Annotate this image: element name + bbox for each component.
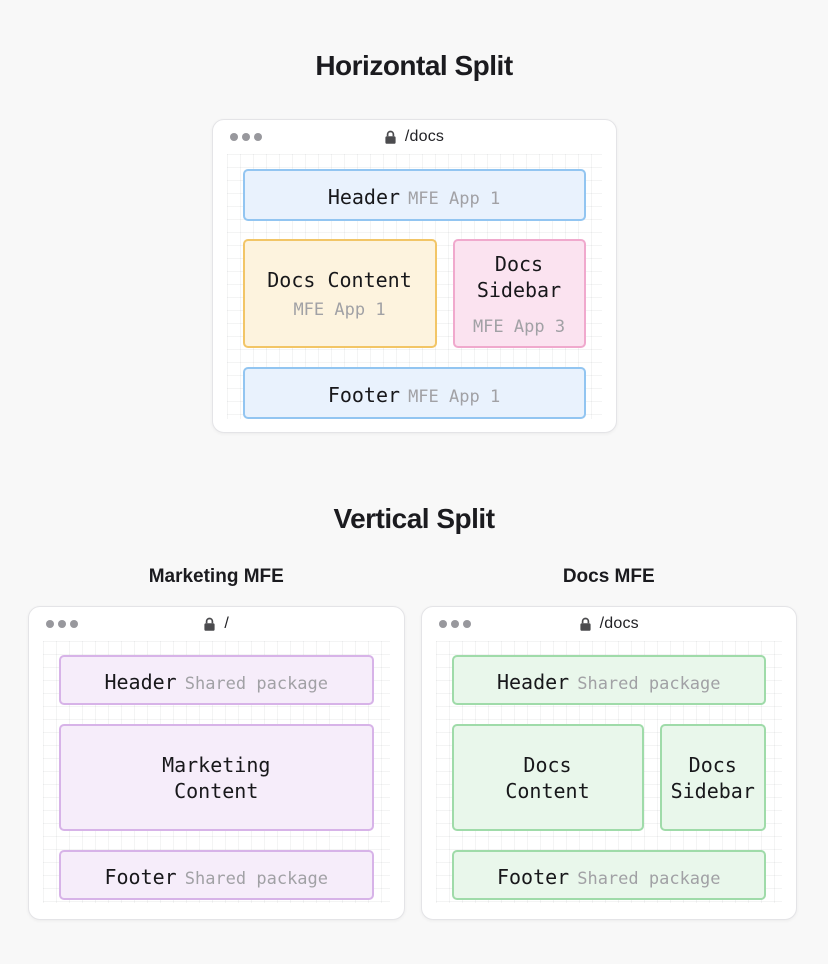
window-control-dot	[253, 133, 262, 141]
browser-window-docs-mfe: /docs Header Shared package Docs Content…	[420, 606, 797, 920]
mfe-box-subtitle: Shared package	[184, 869, 329, 889]
mfe-box-title: Footer	[327, 383, 401, 407]
mfe-box-footer: Footer Shared package	[59, 850, 374, 900]
mfe-box-docs-sidebar: Docs Sidebar MFE App 3	[452, 239, 586, 348]
mfe-box-title: Docs Sidebar	[476, 251, 562, 302]
window-control-dot	[70, 620, 78, 628]
marketing-mfe-label: Marketing MFE	[148, 566, 284, 587]
mfe-box-docs-content: Docs Content	[451, 724, 644, 831]
mfe-box-subtitle: MFE App 3	[472, 316, 566, 337]
mfe-box-docs-content: Docs Content MFE App 1	[242, 239, 437, 348]
mfe-box-subtitle: MFE App 1	[293, 300, 386, 320]
page-viewport: Header Shared package Marketing Content …	[43, 641, 390, 903]
lock-icon	[579, 617, 592, 632]
window-control-dots	[46, 620, 78, 628]
page-viewport: Header MFE App 1 Docs Content MFE App 1 …	[227, 154, 602, 419]
mfe-box-title: Docs Content	[505, 752, 590, 803]
window-control-dots	[229, 133, 262, 141]
windows-row: / Header Shared package Marketing Conten…	[0, 606, 828, 920]
window-control-dot	[450, 620, 459, 628]
mfe-box-title: Header	[327, 185, 401, 209]
window-control-dot	[438, 620, 447, 628]
url-text: /	[224, 615, 230, 632]
mfe-box-title: Header	[104, 670, 177, 694]
mfe-box-marketing-content: Marketing Content	[59, 724, 374, 831]
window-chrome: /docs	[422, 607, 797, 641]
url-text: /docs	[599, 615, 639, 632]
mfe-box-subtitle: Shared package	[577, 674, 721, 694]
mfe-box-title: Header	[496, 670, 570, 694]
mfe-box-header: Header MFE App 1	[242, 169, 586, 221]
mfe-box-subtitle: Shared package	[577, 869, 721, 889]
url-text: /docs	[404, 128, 445, 145]
vertical-split-title: Vertical Split	[333, 503, 495, 534]
mfe-box-subtitle: Shared package	[184, 674, 329, 694]
mfe-box-title: Marketing Content	[162, 752, 271, 803]
content-row: Docs Content Docs Sidebar	[451, 724, 766, 831]
lock-icon	[384, 130, 397, 145]
window-control-dots	[438, 620, 471, 628]
mfe-box-subtitle: MFE App 1	[408, 189, 501, 209]
mfe-box-footer: Footer MFE App 1	[242, 367, 586, 419]
browser-window-docs: /docs Header MFE App 1 Docs Content MFE …	[211, 119, 617, 433]
docs-mfe-label: Docs MFE	[562, 566, 655, 587]
window-control-dot	[241, 133, 250, 141]
horizontal-split-title: Horizontal Split	[315, 50, 513, 81]
mfe-box-footer: Footer Shared package	[451, 850, 766, 900]
browser-window-marketing: / Header Shared package Marketing Conten…	[28, 606, 405, 920]
mfe-box-title: Docs Sidebar	[670, 752, 755, 803]
mfe-box-subtitle: MFE App 1	[408, 387, 501, 407]
mfe-box-docs-sidebar: Docs Sidebar	[659, 724, 766, 831]
page-viewport: Header Shared package Docs Content Docs …	[436, 641, 783, 903]
window-chrome: /docs	[213, 120, 616, 154]
content-row: Docs Content MFE App 1 Docs Sidebar MFE …	[242, 239, 586, 348]
window-control-dot	[462, 620, 471, 628]
window-chrome: /	[29, 607, 404, 641]
content-row: Marketing Content	[59, 724, 374, 831]
mfe-box-header: Header Shared package	[59, 655, 374, 705]
window-labels-row: Marketing MFE Docs MFE	[0, 565, 828, 589]
window-control-dot	[46, 620, 54, 628]
mfe-box-header: Header Shared package	[451, 655, 766, 705]
lock-icon	[203, 617, 216, 632]
mfe-box-title: Footer	[104, 865, 177, 889]
window-control-dot	[229, 133, 238, 141]
mfe-box-title: Docs Content	[267, 268, 412, 292]
window-control-dot	[58, 620, 66, 628]
mfe-box-title: Footer	[496, 865, 570, 889]
